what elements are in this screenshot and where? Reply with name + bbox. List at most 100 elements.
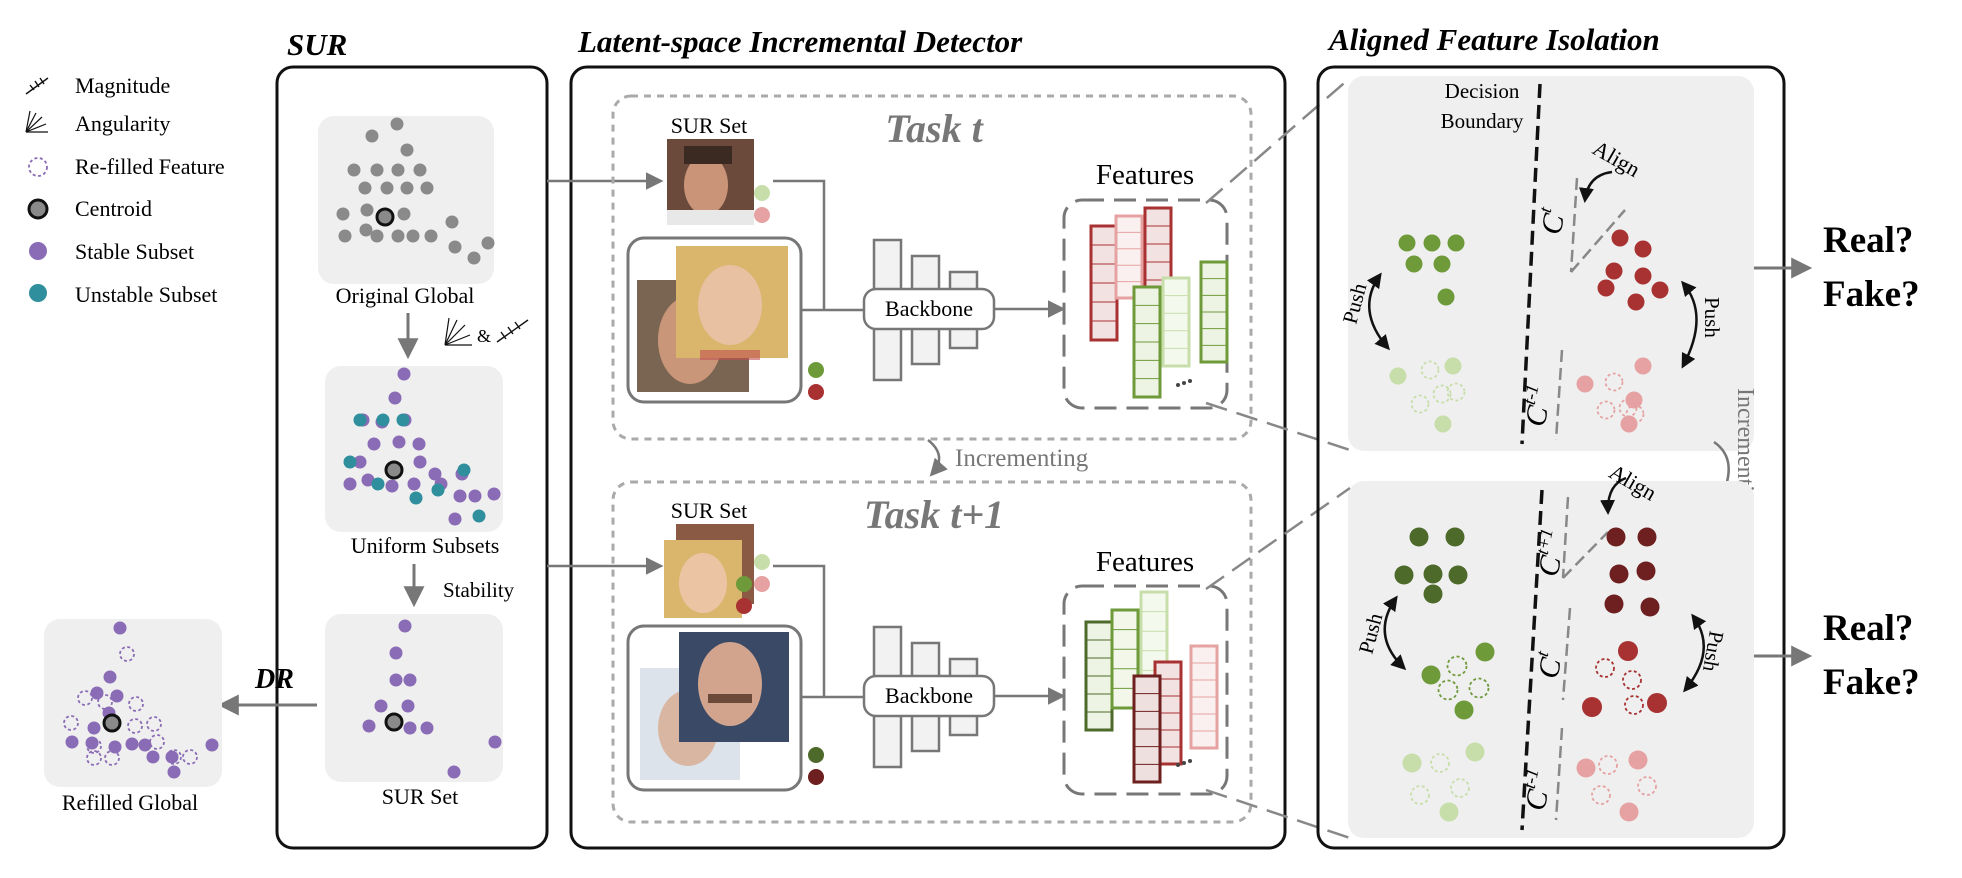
output-fake-t: Fake?	[1823, 274, 1920, 315]
ellipsis-dot	[1188, 759, 1192, 763]
task-t-real-dot	[808, 362, 824, 378]
sur-set-centroid	[384, 712, 404, 732]
sur-point	[420, 721, 434, 735]
c-superscript: t-1	[1519, 383, 1543, 407]
sur-panel: SUR Original Global & Uniform Subsets St…	[275, 27, 549, 850]
legend-angularity: Angularity	[75, 111, 170, 136]
old-real-feature-point	[1444, 357, 1462, 375]
task-t1-sur-set-label: SUR Set	[671, 498, 747, 523]
task-t1-sur-connector	[773, 564, 826, 697]
global-point	[380, 181, 394, 195]
real-feature-point	[1437, 288, 1455, 306]
align-arrow	[1578, 170, 1613, 203]
real-feature-point-prev	[1475, 642, 1495, 662]
task-t1-sur-dot	[736, 576, 752, 592]
sur-point	[403, 673, 417, 687]
decision-boundary-line1: Decision	[1445, 79, 1520, 103]
push-arrow-right-t1	[1683, 613, 1707, 693]
task-t1-features-label: Features	[1096, 546, 1194, 578]
task-t-features-label: Features	[1096, 159, 1194, 191]
boundary-c-t-plus-1	[1561, 496, 1570, 579]
sur-set-label: SUR Set	[382, 784, 458, 809]
refilled-feature-point	[128, 696, 144, 712]
refilled-point	[146, 750, 160, 764]
boundary-c-t	[1569, 177, 1579, 273]
c-superscript: t-1	[1519, 767, 1543, 791]
real-feature-point	[1405, 255, 1423, 273]
legend-refilled-feature: Re-filled Feature	[75, 154, 225, 179]
magnitude-icon	[496, 319, 529, 343]
task-t1-feature-vectors	[1084, 590, 1219, 784]
real-feature-point	[1398, 234, 1416, 252]
task-t1-sur-face-image	[664, 524, 754, 618]
global-point	[336, 207, 350, 221]
old-fake-feature-point	[1628, 750, 1648, 770]
original-centroid	[375, 207, 395, 227]
uniform-subsets-label: Uniform Subsets	[351, 533, 500, 558]
boundary-c-t-minus-1	[1554, 349, 1564, 441]
refilled-point	[205, 738, 219, 752]
old-fake-refilled-point	[1625, 404, 1645, 424]
refilled-point	[113, 621, 127, 635]
sur-point	[389, 673, 403, 687]
sur-title: SUR	[287, 27, 347, 62]
stable-point	[353, 455, 367, 469]
align-target-line-t1	[1562, 531, 1609, 579]
fake-feature-point-prev	[1618, 641, 1638, 661]
global-point	[338, 229, 352, 243]
task-t1-dataset-image	[640, 632, 789, 780]
task-t1-dataset-frame	[626, 624, 803, 792]
fake-feature-point	[1604, 594, 1624, 614]
fake-feature-point	[1627, 293, 1645, 311]
boundary-c-t-t1	[1561, 607, 1572, 701]
task-t1-sur-dot	[754, 576, 770, 592]
unstable-point	[409, 491, 423, 505]
real-feature-point	[1423, 584, 1443, 604]
global-point	[406, 229, 420, 243]
decision-boundary-line2: Boundary	[1441, 109, 1524, 133]
refilled-feature-point	[77, 690, 93, 706]
angularity-icon	[444, 317, 472, 346]
refilled-feature-point	[149, 734, 165, 750]
ellipsis-dot	[1176, 763, 1180, 767]
refilled-global-points	[63, 621, 219, 779]
global-point	[397, 207, 411, 221]
uniform-subsets-cloud	[325, 366, 503, 532]
uniform-centroid	[384, 460, 404, 480]
label-c-t-plus-1: C t+1	[1532, 527, 1569, 580]
old-fake-feature-point	[1576, 758, 1596, 778]
original-global-label: Original Global	[336, 283, 475, 308]
original-global-points	[336, 117, 495, 265]
isolation-panel: Aligned Feature Isolation Decision Bound…	[1316, 22, 1786, 850]
ellipsis-dot	[1188, 379, 1192, 383]
refilled-point	[87, 721, 101, 735]
real-feature-point	[1447, 234, 1465, 252]
refilled-feature-point	[146, 716, 162, 732]
old-real-refilled-point	[1420, 360, 1440, 380]
old-real-refilled-point	[1446, 382, 1466, 402]
unstable-point	[343, 455, 357, 469]
old-real-refilled-point	[1432, 384, 1452, 404]
old-real-feature-point	[1389, 367, 1407, 385]
sur-panel-frame	[275, 65, 549, 850]
task-t-dataset-frame	[626, 236, 803, 404]
global-point	[413, 163, 427, 177]
refilled-point	[167, 765, 181, 779]
detector-title: Latent-space Incremental Detector	[577, 24, 1023, 59]
refilled-feature-point	[104, 750, 120, 766]
fake-feature-point	[1640, 597, 1660, 617]
refilled-point	[65, 735, 79, 749]
old-real-feature-point	[1434, 415, 1452, 433]
stable-point	[361, 473, 375, 487]
refilled-feature-point	[182, 749, 198, 765]
unstable-point	[472, 509, 486, 523]
output-fake-t1: Fake?	[1823, 662, 1920, 703]
detector-panel-frame	[569, 65, 1287, 850]
feature-vector	[1114, 214, 1144, 300]
isolation-task-t-panel	[1348, 76, 1754, 451]
sur-set-points	[362, 619, 502, 779]
unstable-point	[353, 413, 367, 427]
stable-point	[367, 437, 381, 451]
stability-label: Stability	[443, 578, 515, 602]
refilled-global-group: DR Refilled Global	[44, 619, 317, 815]
